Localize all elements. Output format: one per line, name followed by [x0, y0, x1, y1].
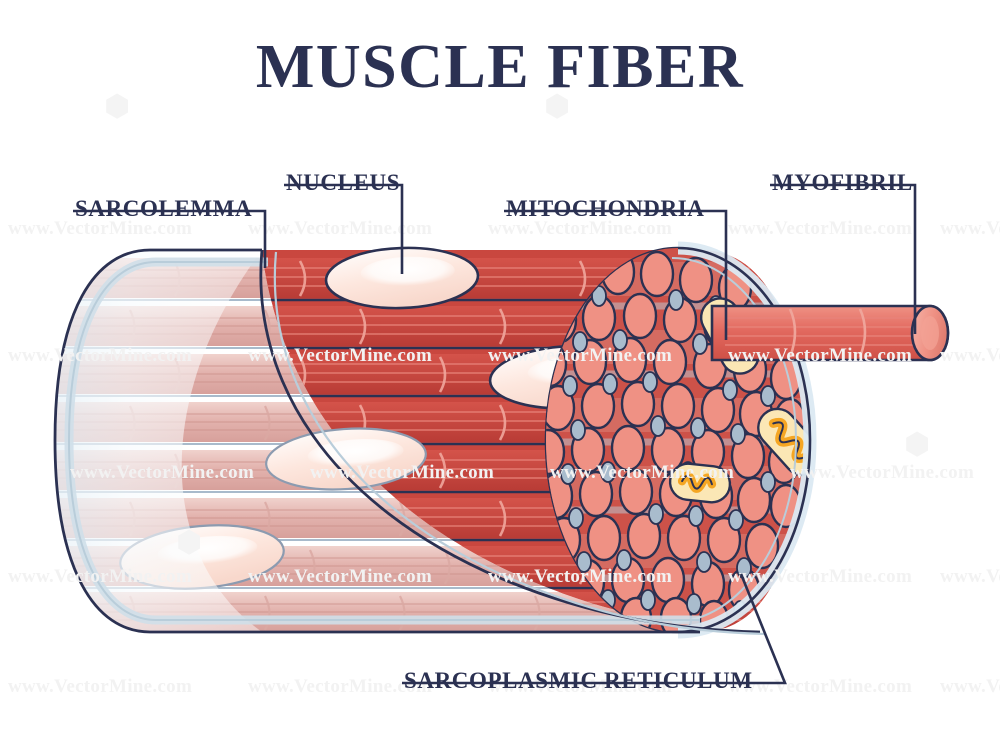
label-mitochondria: MITOCHONDRIA — [506, 196, 705, 221]
label-sarcolemma: SARCOLEMMA — [75, 196, 253, 221]
mitochondrion — [668, 462, 732, 504]
label-myofibril: MYOFIBRIL — [772, 170, 913, 195]
nucleus — [265, 427, 427, 491]
label-sarcoplasmic-reticulum: SARCOPLASMIC RETICULUM — [404, 668, 753, 693]
label-nucleus: NUCLEUS — [286, 170, 401, 195]
